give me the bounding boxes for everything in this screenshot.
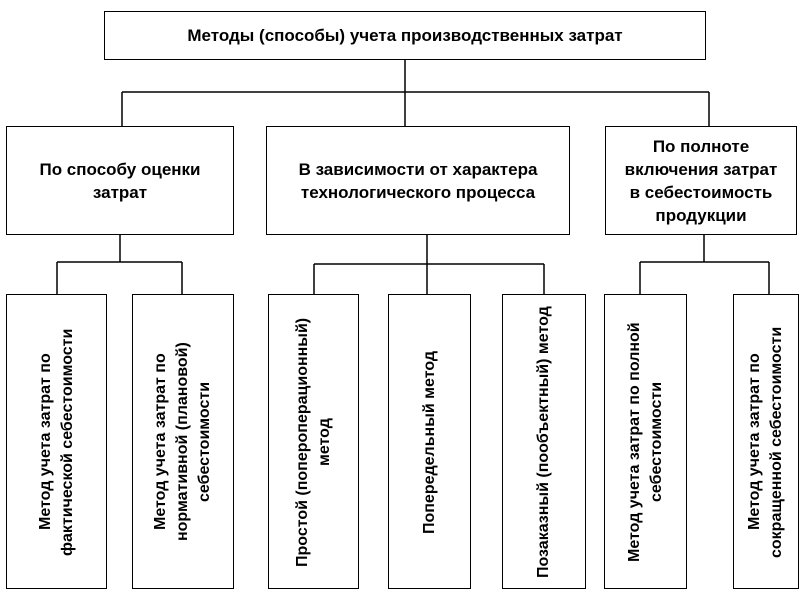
group-label: По полноте включения затрат в себестоимо… <box>624 136 778 225</box>
group-node-completeness: По полноте включения затрат в себестоимо… <box>605 126 797 235</box>
leaf-node-process-method: Попередельный метод <box>388 294 471 589</box>
leaf-label: Позаказный (пообъектный) метод <box>535 305 552 578</box>
leaf-label: Метод учета затрат по фактической себест… <box>36 327 76 556</box>
leaf-node-normative-cost: Метод учета затрат по нормативной (плано… <box>132 294 234 589</box>
group-label: В зависимости от характера технологическ… <box>298 159 538 202</box>
leaf-label: Простой (попероперационный) метод <box>293 316 333 567</box>
group-node-process: В зависимости от характера технологическ… <box>266 126 570 235</box>
group-label: По способу оценки затрат <box>39 159 201 202</box>
leaf-node-job-order-method: Позаказный (пообъектный) метод <box>502 294 586 589</box>
leaf-label: Метод учета затрат по полной себестоимос… <box>625 321 665 562</box>
leaf-node-reduced-cost: Метод учета затрат по сокращенной себест… <box>733 294 799 589</box>
root-label: Методы (способы) учета производственных … <box>187 25 623 45</box>
group-node-valuation: По способу оценки затрат <box>6 126 234 235</box>
leaf-node-simple-method: Простой (попероперационный) метод <box>268 294 359 589</box>
leaf-label: Попередельный метод <box>420 349 438 534</box>
leaf-node-actual-cost: Метод учета затрат по фактической себест… <box>6 294 107 589</box>
leaf-node-full-cost: Метод учета затрат по полной себестоимос… <box>604 294 687 589</box>
leaf-label: Метод учета затрат по сокращенной себест… <box>746 325 785 558</box>
leaf-label: Метод учета затрат по нормативной (плано… <box>152 342 213 541</box>
root-node: Методы (способы) учета производственных … <box>104 11 706 60</box>
